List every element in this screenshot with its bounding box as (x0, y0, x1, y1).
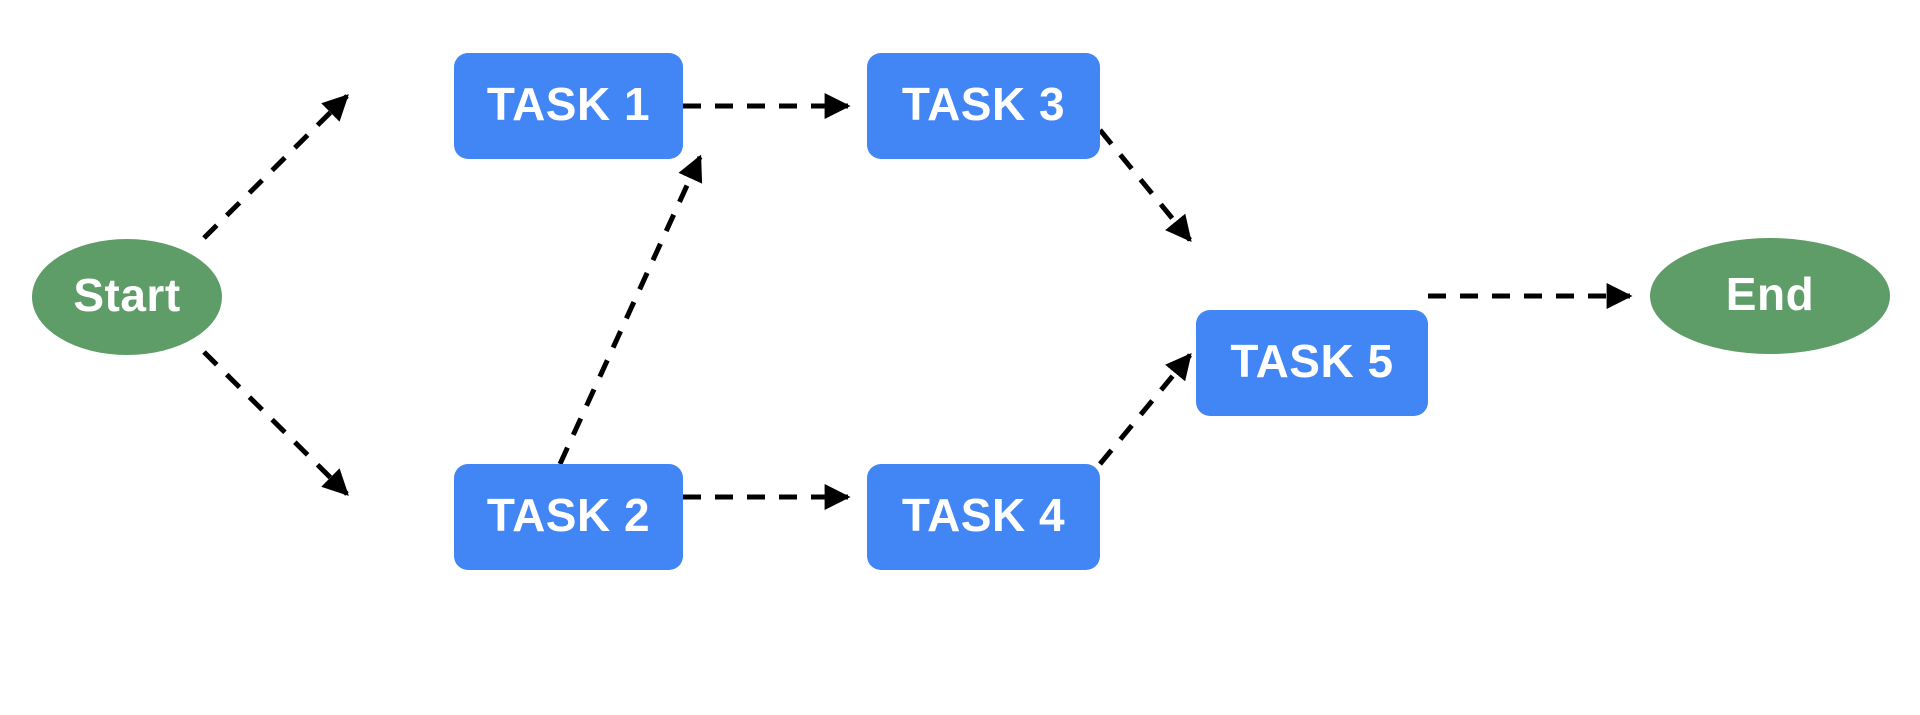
edge-task4-to-task5 (1098, 352, 1192, 466)
edges-layer (202, 93, 1633, 510)
node-task1[interactable]: TASK 1 (454, 53, 683, 159)
node-start[interactable]: Start (32, 239, 222, 355)
node-end-shape[interactable] (1650, 238, 1890, 354)
node-task4[interactable]: TASK 4 (867, 464, 1100, 570)
edge-start-to-task2 (202, 350, 349, 496)
node-task3[interactable]: TASK 3 (867, 53, 1100, 159)
node-end[interactable]: End (1650, 238, 1890, 354)
node-task2[interactable]: TASK 2 (454, 464, 683, 570)
node-task2-shape[interactable] (454, 464, 683, 570)
node-end-label: End (1726, 268, 1814, 320)
edge-task2-to-task3 (557, 154, 703, 466)
edge-start-to-task1 (202, 94, 349, 240)
node-task3-label: TASK 3 (902, 78, 1065, 130)
node-start-label: Start (73, 269, 180, 321)
node-task2-label: TASK 2 (487, 489, 650, 541)
node-task5[interactable]: TASK 5 (1196, 310, 1428, 416)
edge-task3-to-task5 (1098, 128, 1192, 243)
node-task1-shape[interactable] (454, 53, 683, 159)
node-task1-label: TASK 1 (487, 78, 650, 130)
node-start-shape[interactable] (32, 239, 222, 355)
node-task5-label: TASK 5 (1230, 335, 1393, 387)
node-task3-shape[interactable] (867, 53, 1100, 159)
node-task4-shape[interactable] (867, 464, 1100, 570)
nodes-layer: Start TASK 1 TASK 2 TASK 3 TASK 4 (32, 53, 1890, 570)
node-task4-label: TASK 4 (902, 489, 1065, 541)
node-task5-shape[interactable] (1196, 310, 1428, 416)
